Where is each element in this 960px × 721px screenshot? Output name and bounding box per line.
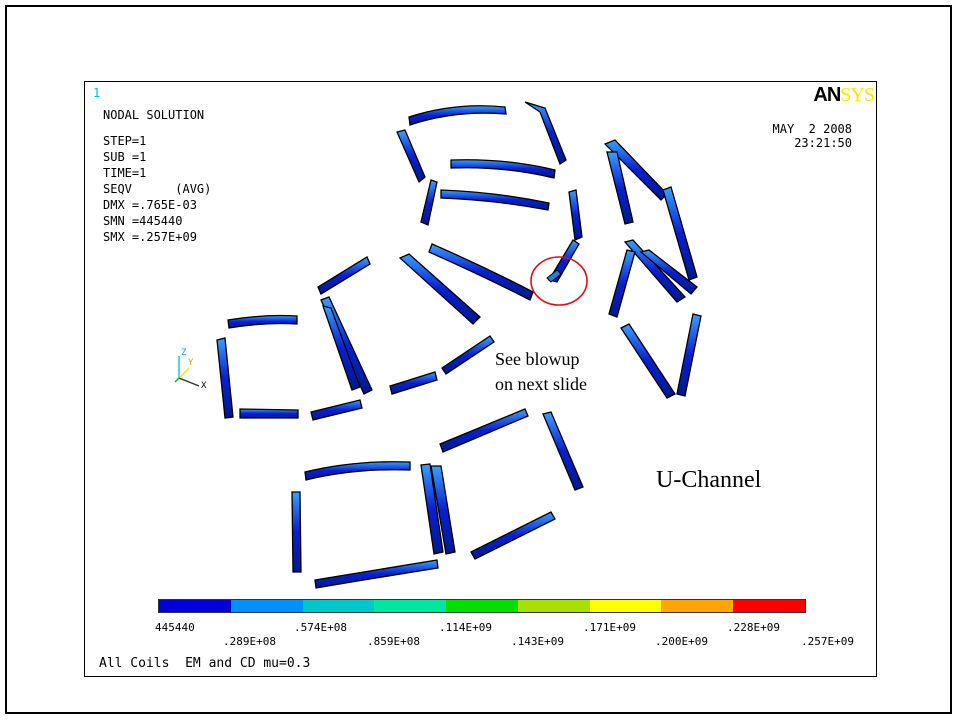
- coil-segment: [606, 151, 634, 225]
- time-line: 23:21:50: [794, 136, 852, 150]
- date-stamp: MAY 2 2008 23:21:50: [773, 122, 852, 150]
- coil-segment: [321, 305, 361, 391]
- coil-segment: [662, 186, 698, 281]
- coil-segment: [314, 559, 439, 589]
- info-sub: SUB =1: [103, 150, 147, 164]
- annotation-line-2: on next slide: [495, 374, 587, 394]
- info-step: STEP=1: [103, 134, 147, 148]
- coil-segment: [428, 243, 534, 301]
- u-channel-label: U-Channel: [656, 467, 762, 493]
- coil-segment: [398, 253, 481, 325]
- info-dmx: DMX =.765E-03: [103, 198, 197, 212]
- legend-tick: .228E+09: [727, 621, 780, 634]
- legend-band: [302, 600, 375, 612]
- info-smn: SMN =445440: [103, 214, 183, 228]
- coil-segment: [470, 511, 556, 560]
- legend-tick: .574E+08: [294, 621, 347, 634]
- triad-x-label: X: [201, 381, 207, 391]
- coil-segment: [304, 461, 411, 481]
- legend-band: [230, 600, 303, 612]
- coil-segment: [216, 337, 234, 419]
- ansys-logo: ANSYS: [813, 84, 875, 107]
- info-title: NODAL SOLUTION: [103, 108, 205, 122]
- window-number: 1: [93, 86, 101, 100]
- coil-segment: [389, 371, 438, 395]
- stress-legend-bar: [158, 599, 806, 613]
- legend-band: [374, 600, 447, 612]
- coil-segment: [450, 159, 556, 179]
- coil-segment: [568, 189, 583, 241]
- date-line: MAY 2 2008: [772, 122, 852, 136]
- coil-geometry: [174, 101, 702, 589]
- legend-band: [517, 600, 590, 612]
- legend-tick: 445440: [155, 621, 195, 634]
- coil-segment: [441, 335, 495, 375]
- coil-segment: [608, 249, 636, 318]
- annotation-line-1: See blowup: [495, 349, 580, 369]
- coil-segment: [623, 239, 687, 303]
- legend-band: [589, 600, 662, 612]
- logo-part-an: AN: [813, 84, 841, 106]
- info-time: TIME=1: [103, 166, 147, 180]
- legend-tick: .143E+09: [511, 635, 564, 648]
- ansys-plot-window: 1 ANSYS NODAL SOLUTION STEP=1 SUB =1 TIM…: [84, 81, 877, 677]
- coil-segment: [676, 313, 702, 397]
- info-seqv: SEQV (AVG): [103, 182, 212, 196]
- coil-segment: [620, 323, 676, 399]
- coil-segment: [524, 101, 567, 165]
- coil-segment: [639, 249, 698, 295]
- slide-frame: 1 ANSYS NODAL SOLUTION STEP=1 SUB =1 TIM…: [5, 5, 952, 714]
- highlight-circle: [530, 256, 588, 306]
- coil-segment: [310, 399, 363, 421]
- legend-tick: .289E+08: [223, 635, 276, 648]
- coil-segment: [317, 256, 371, 295]
- legend-band: [159, 600, 231, 612]
- legend-tick: .200E+09: [655, 635, 708, 648]
- info-smx: SMX =.257E+09: [103, 230, 197, 244]
- legend-tick: .114E+09: [439, 621, 492, 634]
- coil-segment: [420, 179, 438, 226]
- legend-band: [661, 600, 734, 612]
- triad-y-label: Y: [188, 358, 194, 368]
- coil-segment: [420, 463, 444, 555]
- damaged-segment: [546, 269, 562, 283]
- legend-band: [446, 600, 518, 612]
- coil-segment: [430, 465, 456, 555]
- coil-segment: [408, 105, 507, 126]
- coil-segment: [227, 314, 298, 329]
- coil-segment: [439, 408, 529, 453]
- coil-segment: [542, 411, 584, 491]
- legend-band: [733, 600, 806, 612]
- triad-z-label: Z: [181, 348, 187, 358]
- legend-tick: .171E+09: [583, 621, 636, 634]
- legend-tick: .257E+09: [801, 635, 854, 648]
- coil-segment: [239, 408, 299, 419]
- plot-footer-caption: All Coils EM and CD mu=0.3: [99, 656, 311, 671]
- coil-segment: [396, 129, 426, 184]
- coil-segment: [440, 189, 550, 211]
- logo-part-sys: SYS: [840, 84, 875, 106]
- axis-triad: [174, 356, 200, 387]
- coil-segment: [291, 491, 302, 573]
- legend-tick: .859E+08: [367, 635, 420, 648]
